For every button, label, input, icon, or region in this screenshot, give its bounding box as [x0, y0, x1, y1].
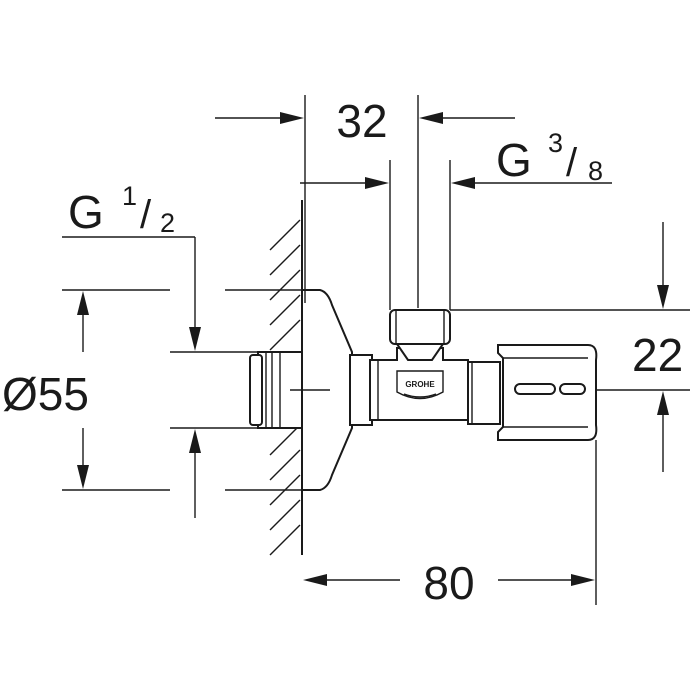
dimension-32-label: 32 [336, 95, 387, 147]
handle-connector [467, 361, 501, 425]
diameter-label: Ø55 [2, 368, 89, 420]
dimension-g12: G 1 / 2 [62, 181, 270, 518]
dimension-32: 32 [215, 95, 515, 308]
angle-valve: GROHE [249, 289, 598, 491]
dimension-22: 22 [450, 222, 690, 472]
dimension-80: 80 [303, 440, 597, 609]
grohe-logo-text: GROHE [405, 380, 435, 389]
dimension-22-label: 22 [632, 329, 683, 381]
dimension-80-label: 80 [423, 557, 474, 609]
g38-prefix: G [496, 134, 532, 186]
grohe-logo: GROHE [396, 370, 444, 400]
outlet-nut [389, 309, 451, 361]
valve-handle [497, 344, 598, 441]
dimension-g38: G 3 / 8 [300, 128, 612, 310]
g38-slash: / [566, 141, 578, 185]
g12-slash: / [140, 193, 152, 237]
g12-prefix: G [68, 186, 104, 238]
g38-denominator: 8 [588, 156, 603, 186]
g38-numerator: 3 [548, 128, 563, 158]
valve-body [369, 347, 469, 421]
g12-denominator: 2 [160, 208, 175, 238]
g12-numerator: 1 [122, 181, 137, 211]
dimension-diameter: Ø55 [2, 289, 302, 491]
